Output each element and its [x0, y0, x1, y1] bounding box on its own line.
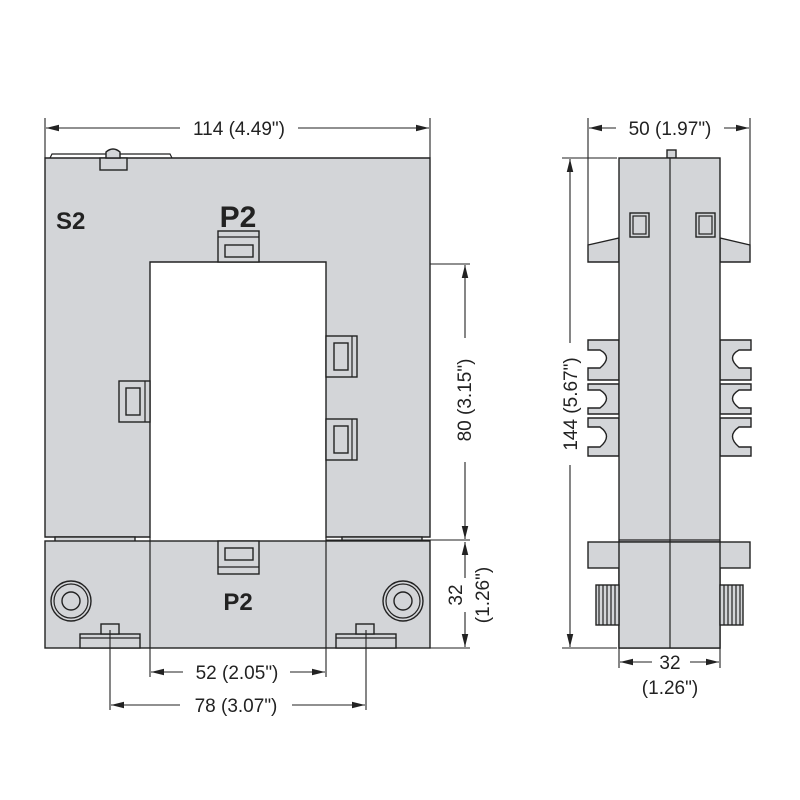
svg-text:78 (3.07"): 78 (3.07") [195, 696, 278, 717]
label-s2: S2 [56, 208, 85, 235]
dimension-body-width: 32 (1.26") [618, 648, 721, 699]
dimension-depth: 50 (1.97") [587, 118, 751, 245]
knob-right [719, 584, 744, 626]
svg-text:32: 32 [446, 584, 467, 605]
dimension-window-height: 80 (3.15") [326, 263, 476, 541]
dimension-width: 114 (4.49") [44, 118, 431, 158]
svg-text:80 (3.15"): 80 (3.15") [455, 359, 476, 442]
clip-bottom [217, 540, 260, 575]
terminal-screw-left [50, 580, 92, 622]
dimension-window-width: 52 (2.05") [149, 648, 327, 684]
knob-left [595, 584, 620, 626]
svg-text:144 (5.67"): 144 (5.67") [561, 357, 582, 450]
ear-right [719, 237, 751, 263]
front-view: S2 P2 P2 114 (4.49") 80 (3.15") 32 (1.26… [44, 118, 494, 717]
svg-text:(1.26"): (1.26") [473, 567, 494, 623]
dimension-base-height: 32 (1.26") [430, 542, 494, 649]
square-left [629, 212, 650, 238]
svg-text:32: 32 [659, 653, 680, 674]
clip-top [217, 230, 260, 263]
svg-text:52 (2.05"): 52 (2.05") [196, 663, 279, 684]
clip-left [118, 380, 151, 423]
dimension-mount-spacing: 78 (3.07") [109, 630, 367, 717]
svg-text:(1.26"): (1.26") [642, 678, 698, 699]
comb-right [719, 339, 752, 457]
label-p2-bottom: P2 [223, 589, 252, 616]
terminal-screw-right [382, 580, 424, 622]
comb-left [587, 339, 620, 457]
clip-right-upper [325, 335, 358, 378]
dimension-height: 144 (5.67") [561, 157, 617, 649]
top-latch [99, 148, 128, 171]
square-right [695, 212, 716, 238]
clip-right-lower [325, 418, 358, 461]
ear-left [587, 237, 620, 263]
side-view: 50 (1.97") 144 (5.67") 32 (1.26") [561, 118, 752, 699]
svg-text:50 (1.97"): 50 (1.97") [629, 119, 712, 140]
svg-text:114 (4.49"): 114 (4.49") [193, 119, 285, 140]
label-p2-top: P2 [220, 201, 257, 234]
